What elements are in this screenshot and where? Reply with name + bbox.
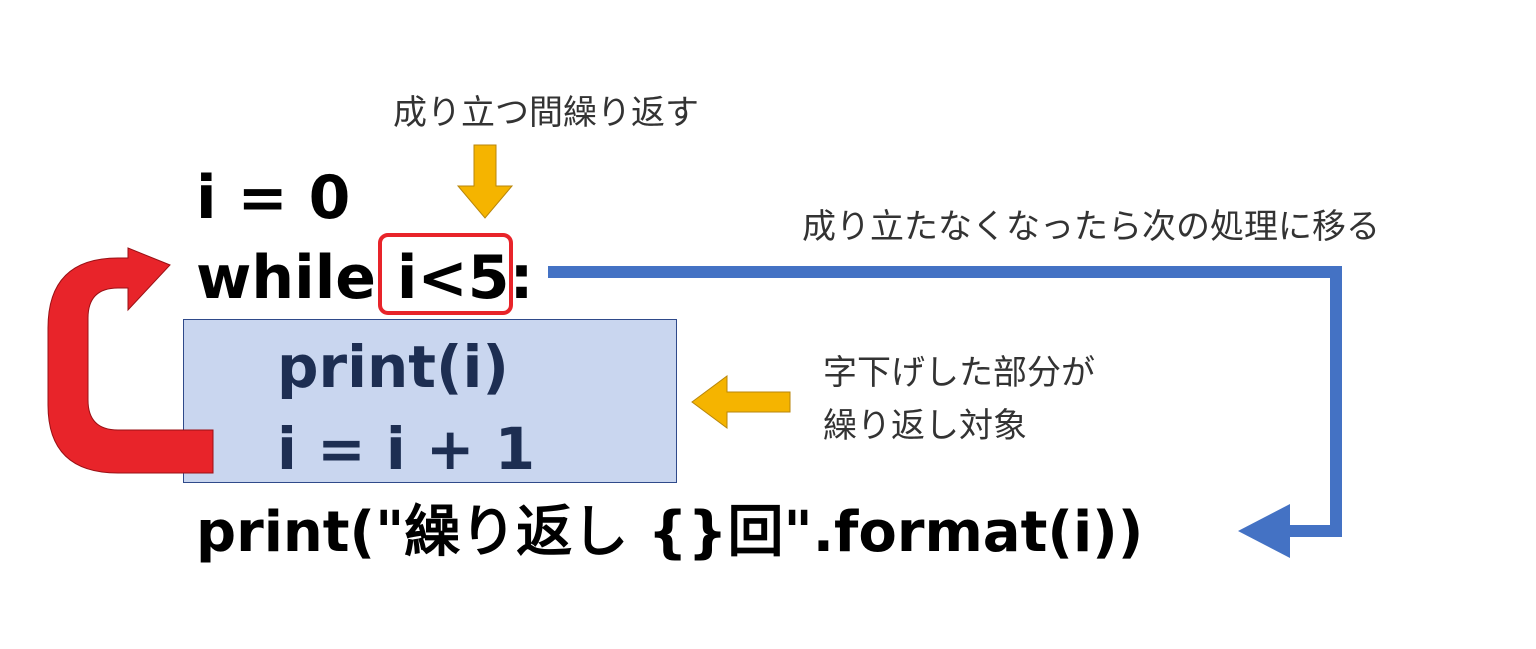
- while-colon: :: [509, 243, 534, 313]
- loop-back-arrow: [47, 247, 214, 474]
- while-condition: i<5: [396, 243, 510, 313]
- code-line-while: while i<5:: [196, 248, 533, 308]
- body-pointer-arrow: [691, 375, 791, 429]
- code-line-final-print: print("繰り返し {}回".format(i)): [196, 500, 1144, 565]
- while-keyword: while: [196, 243, 376, 313]
- code-body-print: print(i): [277, 333, 509, 401]
- exit-arrow-line: [548, 266, 1342, 537]
- loop-body-highlight: [183, 319, 677, 483]
- exit-note: 成り立たなくなったら次の処理に移る: [802, 207, 1380, 247]
- condition-pointer-arrow: [456, 144, 514, 219]
- exit-arrow-head: [1238, 504, 1290, 558]
- body-note-line2: 繰り返し対象: [823, 406, 1027, 446]
- condition-highlight-box: [378, 233, 513, 315]
- code-body-increment: i = i + 1: [277, 415, 536, 483]
- code-line-init: i = 0: [196, 163, 351, 233]
- body-note-line1: 字下げした部分が: [823, 353, 1095, 393]
- condition-note: 成り立つ間繰り返す: [393, 93, 699, 133]
